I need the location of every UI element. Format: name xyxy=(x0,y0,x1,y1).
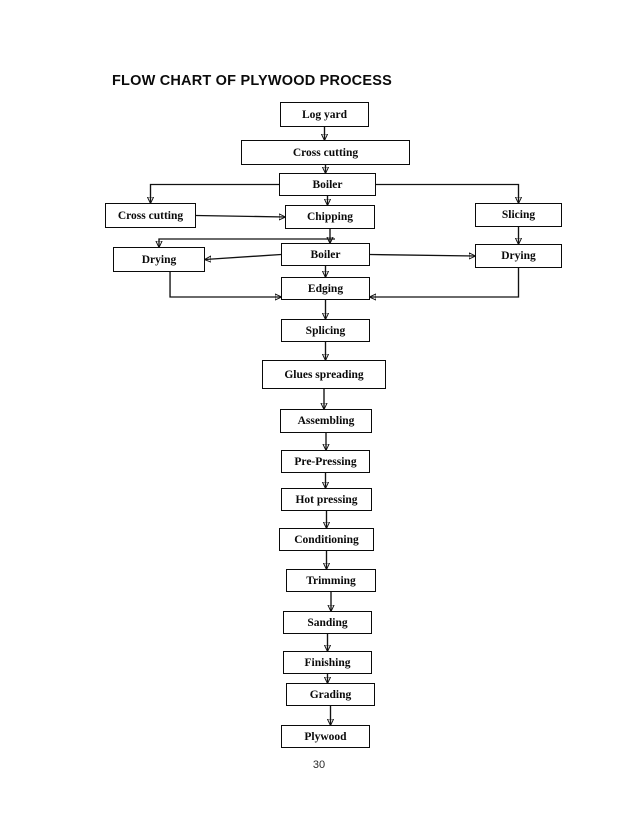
connector-boiler-2-to-drying-left xyxy=(205,253,282,260)
node-label: Assembling xyxy=(297,415,355,427)
flowchart-node-finishing: Finishing xyxy=(283,651,372,674)
flowchart-node-sanding: Sanding xyxy=(283,611,372,634)
connector-drying-left-to-edging xyxy=(169,272,281,297)
flowchart-node-conditioning: Conditioning xyxy=(279,528,374,551)
flowchart-node-drying-left: Drying xyxy=(113,247,205,272)
node-label: Edging xyxy=(307,282,344,295)
flowchart-node-plywood: Plywood xyxy=(281,725,370,748)
node-label: Log yard xyxy=(301,108,348,121)
connector-drying-right-to-edging xyxy=(370,268,520,297)
flowchart-node-chipping: Chipping xyxy=(285,205,375,229)
connector-chipping-to-drying-left xyxy=(159,238,335,247)
flowchart-node-hot-pressing: Hot pressing xyxy=(281,488,372,511)
flowchart-node-cross-cutting-1: Cross cutting xyxy=(241,140,410,165)
flowchart-node-edging: Edging xyxy=(281,277,370,300)
flowchart-node-log-yard: Log yard xyxy=(280,102,369,127)
flowchart-node-drying-right: Drying xyxy=(475,244,562,268)
node-label: Conditioning xyxy=(294,533,359,546)
node-label: Cross cutting xyxy=(117,209,184,222)
flowchart-node-boiler-1: Boiler xyxy=(279,173,376,196)
node-label: Drying xyxy=(141,253,177,266)
node-label: Hot pressing xyxy=(295,493,358,506)
node-label: Plywood xyxy=(304,730,347,743)
node-label: Trimming xyxy=(306,574,356,587)
flowchart-node-glues-spreading: Glues spreading xyxy=(262,360,386,389)
node-label: Grading xyxy=(309,688,352,701)
page-title: FLOW CHART OF PLYWOOD PROCESS xyxy=(112,73,392,89)
page-number: 30 xyxy=(312,759,326,771)
flowchart-node-boiler-2: Boiler xyxy=(281,243,370,266)
node-label: Finishing xyxy=(304,656,351,669)
connector-boiler-1-to-cross-cutting-2 xyxy=(151,183,279,204)
node-label: Boiler xyxy=(312,178,343,191)
node-label: Boiler xyxy=(310,248,341,261)
node-label: Cross cutting xyxy=(292,146,359,159)
node-label: Chipping xyxy=(306,211,354,223)
flowchart-node-grading: Grading xyxy=(286,683,375,706)
node-label: Sanding xyxy=(307,616,348,629)
flowchart-node-cross-cutting-2: Cross cutting xyxy=(105,203,196,228)
node-label: Slicing xyxy=(501,209,536,221)
node-label: Glues spreading xyxy=(284,368,364,381)
flowchart-node-splicing: Splicing xyxy=(281,319,370,342)
node-label: Drying xyxy=(501,250,536,262)
connector-boiler-1-to-slicing xyxy=(376,183,519,204)
connector-cross-cutting-2-to-chipping xyxy=(195,216,285,218)
node-label: Splicing xyxy=(305,324,346,337)
connector-boiler-2-to-drying-right xyxy=(369,255,475,257)
node-label: Pre-Pressing xyxy=(294,455,357,468)
flowchart-node-slicing: Slicing xyxy=(475,203,562,227)
flowchart-node-assembling: Assembling xyxy=(280,409,372,433)
flowchart-node-pre-pressing: Pre-Pressing xyxy=(281,450,370,473)
flowchart-node-trimming: Trimming xyxy=(286,569,376,592)
